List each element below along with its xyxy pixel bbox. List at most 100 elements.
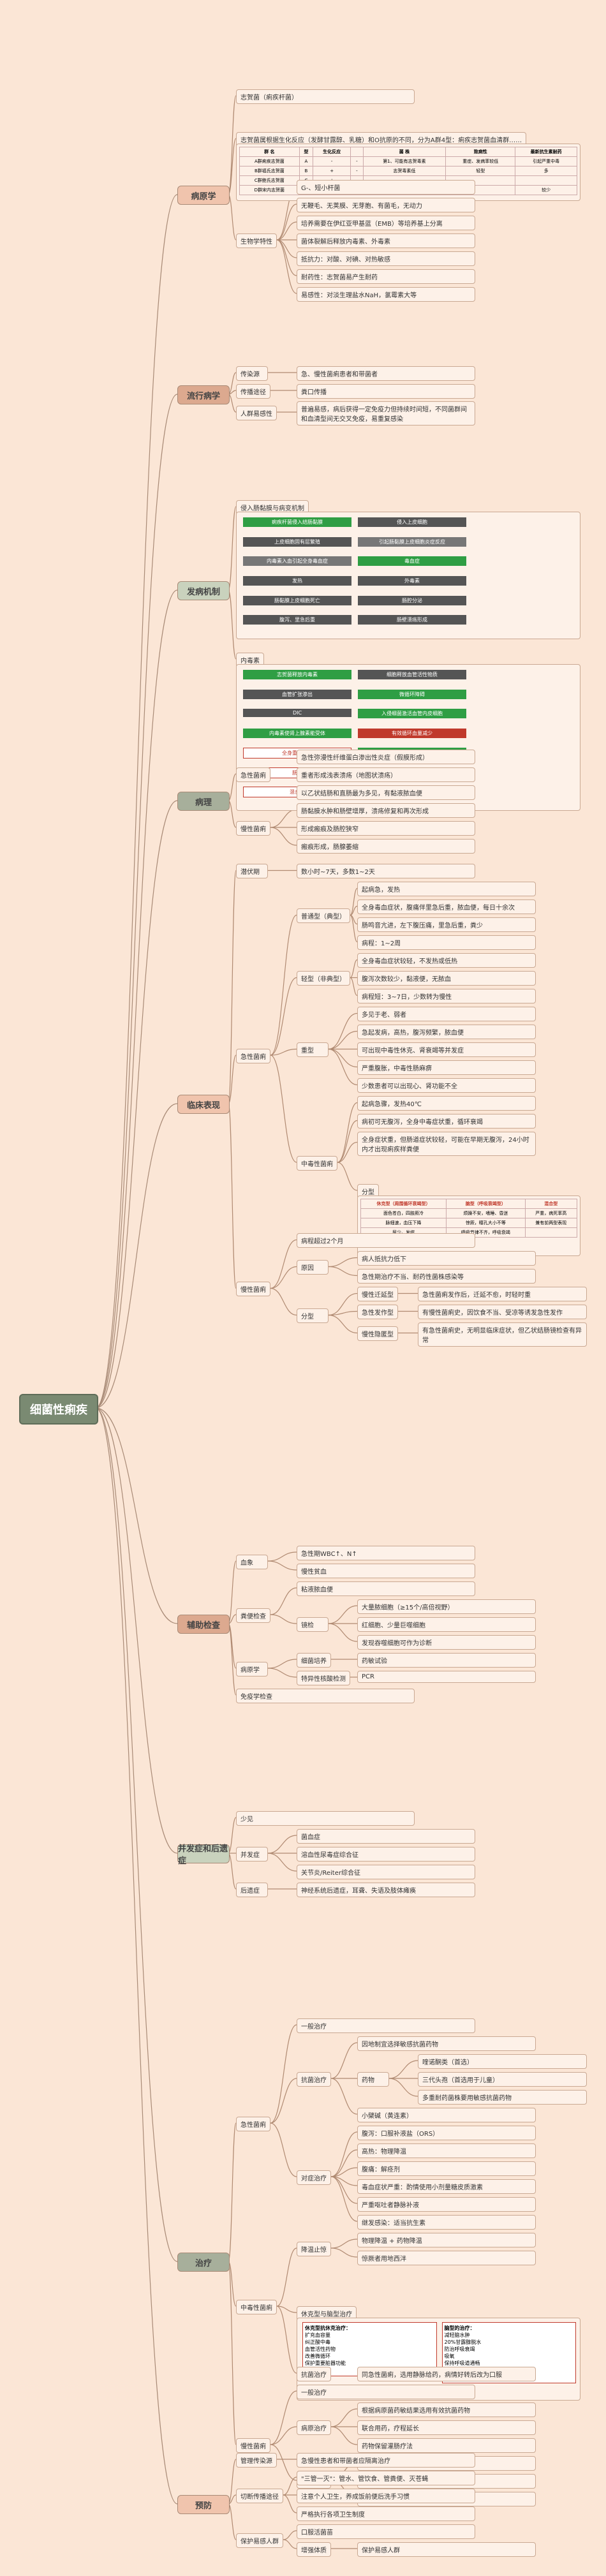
subtopic-node[interactable]: 细菌培养	[297, 1652, 331, 1668]
leaf-node[interactable]: 重者形成浅表溃疡（地图状溃疡）	[297, 767, 475, 782]
subtopic-node[interactable]: 后遗症	[236, 1882, 268, 1897]
leaf-node[interactable]: 一般治疗	[297, 2018, 475, 2033]
leaf-node[interactable]: 可出现中毒性休克、肾衰竭等并发症	[357, 1042, 536, 1057]
subtopic-node[interactable]: 急性菌痢	[236, 2116, 270, 2131]
subtopic-node[interactable]: 镜检	[297, 1617, 329, 1632]
branch-path[interactable]: 病理	[177, 792, 230, 811]
subtopic-node[interactable]: 潜伏期	[236, 864, 268, 878]
leaf-node[interactable]: 病程：1~2周	[357, 935, 536, 950]
leaf-node[interactable]: 严格执行各项卫生制度	[297, 2506, 475, 2521]
root-node[interactable]: 细菌性痢疾	[19, 1394, 98, 1425]
leaf-node[interactable]: 喹诺酮类（首选）	[418, 2054, 587, 2069]
leaf-node[interactable]: 粪口传播	[297, 383, 475, 399]
subtopic-node[interactable]: 血象	[236, 1554, 268, 1569]
leaf-node[interactable]: 急性期治疗不当、耐药性菌株感染等	[357, 1269, 536, 1284]
leaf-node[interactable]: 瘢痕形成，肠腺萎缩	[297, 838, 475, 854]
branch-epi[interactable]: 病原学	[177, 186, 230, 205]
subtopic-node[interactable]: 传染源	[236, 366, 268, 381]
leaf-node[interactable]: 继发感染：适当抗生素	[357, 2214, 536, 2230]
leaf-node[interactable]: 因地制宜选择敏感抗菌药物	[357, 2036, 536, 2051]
leaf-node[interactable]: 慢性贫血	[297, 1563, 475, 1578]
leaf-node[interactable]: 有慢性菌痢史，因饮食不当、受凉等诱发急性发作	[418, 1305, 587, 1319]
leaf-node[interactable]: 小檗碱（黄连素）	[357, 2107, 536, 2122]
leaf-node[interactable]: 严重腹胀，中毒性肠麻痹	[357, 1060, 536, 1075]
subtopic-node[interactable]: 急性菌痢	[236, 1048, 270, 1063]
subtopic-node[interactable]: 慢性隐匿型	[357, 1326, 398, 1341]
leaf-node[interactable]: 神经系统后遗症，耳聋、失语及肢体瘫痪	[297, 1882, 475, 1897]
leaf-node[interactable]: 肠黏膜水肿和肠壁增厚，溃疡修复和再次形成	[297, 803, 475, 818]
branch-epid[interactable]: 流行病学	[177, 385, 230, 404]
subtopic-node[interactable]: 中毒性菌痢	[236, 2299, 277, 2314]
subtopic-node[interactable]: 病原学	[236, 1661, 268, 1677]
subtopic-node[interactable]: 保护易感人群	[236, 2533, 283, 2548]
leaf-node[interactable]: 惊厥者用地西泮	[357, 2250, 536, 2265]
leaf-node[interactable]: 病程超过2个月	[297, 1233, 475, 1248]
leaf-node[interactable]: 药物保留灌肠疗法	[357, 2438, 536, 2453]
leaf-node[interactable]: 一般治疗	[297, 2384, 475, 2399]
subtopic-node[interactable]: 急性菌痢	[236, 767, 270, 782]
subtopic-node[interactable]: 抗菌治疗	[297, 2071, 331, 2087]
subtopic-node[interactable]: 人群易感性	[236, 405, 277, 420]
subtopic-node[interactable]: 病原治疗	[297, 2420, 331, 2435]
subtopic-node[interactable]: 普通型（典型）	[297, 908, 350, 923]
leaf-node[interactable]: 肠鸣音亢进，左下腹压痛，里急后重，粪少	[357, 917, 536, 932]
leaf-node[interactable]: 少见	[236, 1810, 415, 1826]
leaf-node[interactable]: 保护易感人群	[357, 2542, 536, 2557]
subtopic-node[interactable]: 切断传播途径	[236, 2488, 283, 2503]
leaf-node[interactable]: 菌体裂解后释放内毒素、外毒素	[297, 233, 475, 248]
leaf-node[interactable]: 口服活菌苗	[297, 2524, 475, 2539]
branch-patho[interactable]: 发病机制	[177, 581, 230, 600]
subtopic-node[interactable]: 粪便检查	[236, 1608, 270, 1623]
leaf-node[interactable]: 急性期WBC↑、N↑	[297, 1545, 475, 1560]
leaf-node[interactable]: 志贺菌（痢疾杆菌）	[236, 89, 415, 104]
leaf-node[interactable]: 根据病原菌药敏结果选用有效抗菌药物	[357, 2402, 536, 2417]
leaf-node[interactable]: 以乙状结肠和直肠最为多见，有黏液脓血便	[297, 785, 475, 800]
leaf-node[interactable]: 同急性菌痢，选用静脉给药，病情好转后改为口服	[357, 2366, 536, 2381]
leaf-node[interactable]: 联合用药，疗程延长	[357, 2420, 536, 2435]
leaf-node[interactable]: PCR	[357, 1670, 536, 1683]
leaf-node[interactable]: 严重呕吐者静脉补液	[357, 2196, 536, 2212]
subtopic-node[interactable]: 原因	[297, 1260, 329, 1275]
subtopic-node[interactable]: 特异性核酸检测	[297, 1670, 350, 1685]
subtopic-node[interactable]: 传播途径	[236, 383, 270, 399]
leaf-node[interactable]: 急慢性患者和带菌者应隔离治疗	[297, 2452, 475, 2468]
leaf-node[interactable]: 大量脓细胞（≥15个/高倍视野）	[357, 1599, 536, 1614]
subtopic-node[interactable]: 轻型（非典型）	[297, 971, 350, 986]
leaf-node[interactable]: 起病急骤，发热40℃	[357, 1096, 536, 1111]
leaf-node[interactable]: 急、慢性菌痢患者和带菌者	[297, 366, 475, 381]
leaf-node[interactable]: 病程短：3~7日，少数转为慢性	[357, 989, 536, 1003]
leaf-node[interactable]: 无鞭毛、无荚膜、无芽胞、有菌毛，无动力	[297, 197, 475, 212]
subtopic-node[interactable]: 中毒性菌痢	[297, 1155, 337, 1171]
subtopic-node[interactable]: 抗菌治疗	[297, 2366, 331, 2381]
leaf-node[interactable]: 腹泻次数较少，黏液便，无脓血	[357, 971, 536, 986]
subtopic-node[interactable]: 急性发作型	[357, 1305, 398, 1319]
subtopic-node[interactable]: 药物	[357, 2071, 389, 2087]
leaf-node[interactable]: "三管一灭"：管水、管饮食、管粪便、灭苍蝇	[297, 2470, 475, 2485]
leaf-node[interactable]: 急性弥漫性纤维蛋白渗出性炎症（假膜形成）	[297, 749, 475, 764]
subtopic-node[interactable]: 并发症	[236, 1846, 268, 1862]
leaf-node[interactable]: 抵抗力：对酸、对碘、对热敏感	[297, 251, 475, 266]
subtopic-node[interactable]: 生物学特性	[236, 233, 277, 248]
subtopic-node[interactable]: 对症治疗	[297, 2170, 331, 2185]
leaf-node[interactable]: 多见于老、弱者	[357, 1007, 536, 1021]
leaf-node[interactable]: 腹泻：口服补液盐（ORS）	[357, 2125, 536, 2140]
subtopic-node[interactable]: 慢性迁延型	[357, 1287, 398, 1301]
leaf-node[interactable]: 耐药性：志贺菌易产生耐药	[297, 269, 475, 284]
leaf-node[interactable]: 急性菌痢发作后，迁延不愈，时轻时重	[418, 1287, 587, 1301]
subtopic-node[interactable]: 重型	[297, 1042, 329, 1057]
leaf-node[interactable]: 形成瘢痕及肠腔狭窄	[297, 820, 475, 836]
branch-prev[interactable]: 预防	[177, 2495, 230, 2514]
leaf-node[interactable]: 全身症状重，但肠道症状较轻，可能在早期无腹泻，24小时内才出现痢疾样粪便	[357, 1131, 536, 1156]
branch-treat[interactable]: 治疗	[177, 2253, 230, 2272]
leaf-node[interactable]: 发现吞噬细胞可作为诊断	[357, 1634, 536, 1650]
subtopic-node[interactable]: 降温止惊	[297, 2241, 331, 2256]
leaf-node[interactable]: 急起发病，高热，腹泻频繁，脓血便	[357, 1025, 536, 1039]
leaf-node[interactable]: 全身毒血症状较轻，不发热或低热	[357, 953, 536, 968]
leaf-node[interactable]: 毒血症状严重：酌情使用小剂量糖皮质激素	[357, 2179, 536, 2194]
leaf-node[interactable]: 病人抵抗力低下	[357, 1251, 536, 1266]
subtopic-node[interactable]: 慢性菌痢	[236, 820, 270, 836]
leaf-node[interactable]: 物理降温 + 药物降温	[357, 2232, 536, 2247]
leaf-node[interactable]: 红细胞、少量巨噬细胞	[357, 1617, 536, 1632]
leaf-node[interactable]: 药敏试验	[357, 1652, 536, 1668]
subtopic-node[interactable]: 分型	[297, 1308, 329, 1323]
